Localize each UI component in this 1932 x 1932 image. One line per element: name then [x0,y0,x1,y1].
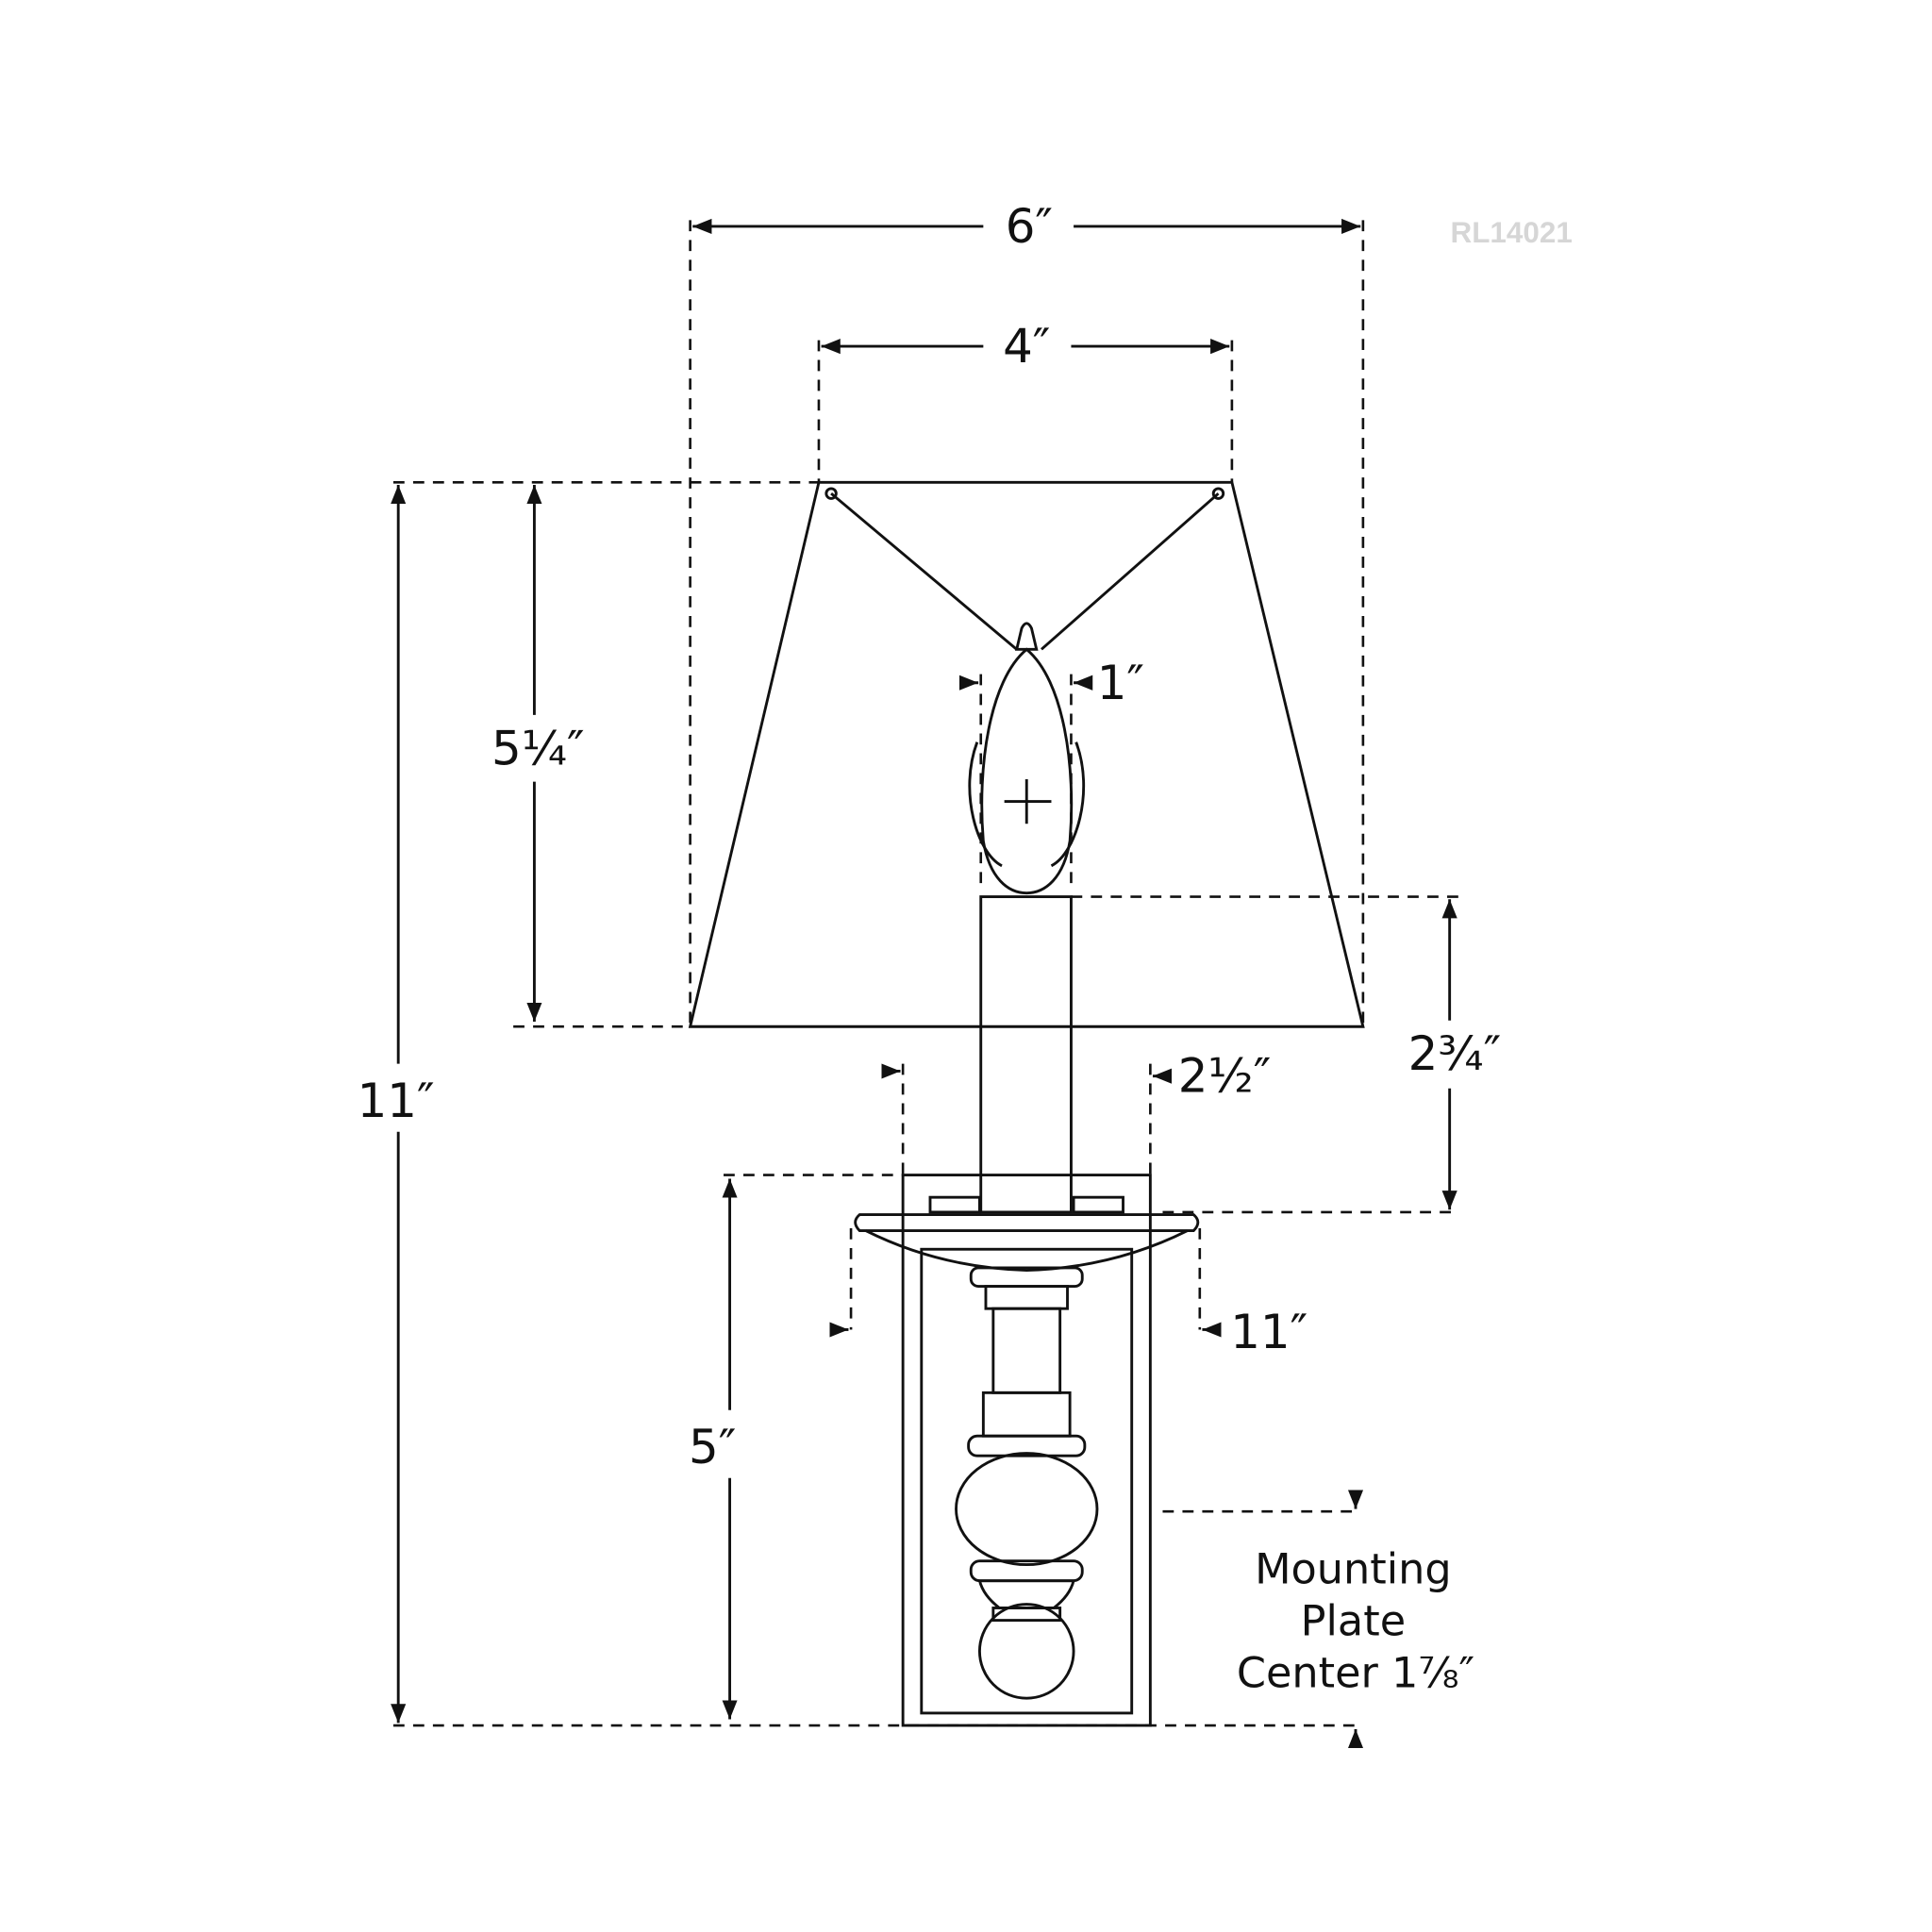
svg-text:11″: 11″ [1230,1305,1307,1359]
backplate-width-dimension: 2½″ [881,1049,1272,1175]
backplate-and-arm [854,1174,1200,1727]
svg-text:Center 1⅞″: Center 1⅞″ [1237,1648,1474,1697]
overall-height-dimension: 11″ [358,481,1363,1727]
svg-text:2¾″: 2¾″ [1408,1026,1502,1081]
bulb-width-dimension: 1″ [958,656,1144,891]
svg-text:Mounting: Mounting [1255,1544,1452,1593]
svg-text:4″: 4″ [1003,319,1050,374]
extension-dimension: 11″ [829,1227,1307,1359]
socket-height-dimension: 2¾″ [1071,895,1502,1214]
svg-text:5¼″: 5¼″ [491,721,585,775]
backplate-height-dimension: 5″ [689,1174,904,1720]
shade-height-dimension: 5¼″ [491,484,691,1028]
svg-text:1″: 1″ [1097,656,1144,710]
shade-top-width-dimension: 4″ [817,319,1234,483]
mounting-plate-note: Mounting Plate Center 1⅞″ [1162,1490,1474,1749]
svg-text:5″: 5″ [689,1420,736,1474]
svg-text:6″: 6″ [1006,199,1053,254]
lamp-shade [688,480,1365,1028]
candle-bulb [968,647,1086,1214]
svg-text:2½″: 2½″ [1178,1049,1272,1104]
shade-bottom-width-dimension: 6″ [689,199,1365,1027]
model-number: RL14021 [1451,216,1573,249]
svg-text:11″: 11″ [358,1074,435,1128]
svg-text:Plate: Plate [1301,1596,1406,1645]
